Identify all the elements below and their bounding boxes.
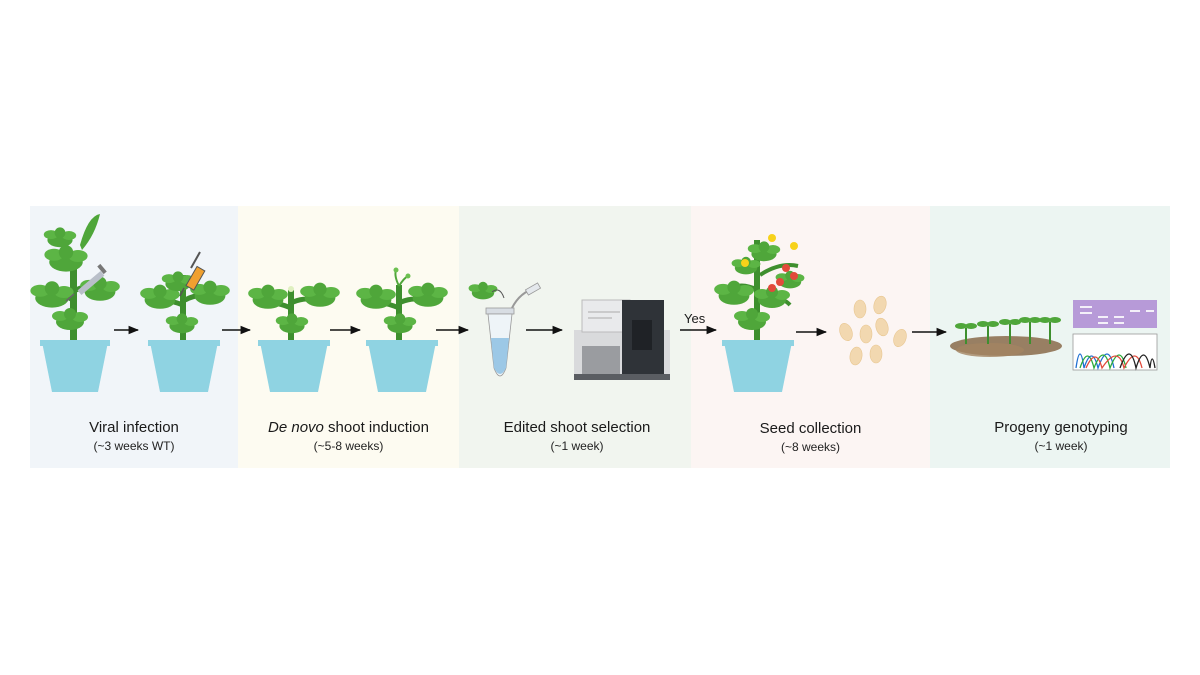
stage-1-title: Viral infection bbox=[89, 419, 179, 436]
tube-icon bbox=[485, 282, 542, 377]
seeds-icon bbox=[839, 295, 907, 366]
panel-seed-collection bbox=[691, 206, 930, 468]
plant-new-shoot-icon bbox=[356, 267, 448, 392]
stage-4-title: Seed collection bbox=[759, 420, 862, 437]
gel-icon bbox=[1073, 300, 1157, 328]
syringe-icon bbox=[65, 263, 107, 302]
seedlings-icon bbox=[950, 317, 1062, 357]
sequencer-icon bbox=[574, 299, 670, 380]
stage-3-duration: (~1 week) bbox=[550, 439, 604, 453]
plant-infected-icon bbox=[30, 214, 120, 392]
plant-injected-icon bbox=[140, 271, 230, 392]
decision-yes-label: Yes bbox=[684, 311, 706, 326]
stage-4-duration: (~8 weeks) bbox=[780, 440, 841, 454]
stage-3-title: Edited shoot selection bbox=[503, 419, 651, 436]
leaf-sample-icon bbox=[468, 281, 505, 300]
stage-2-title: De novo shoot induction bbox=[268, 419, 429, 436]
stage-5-duration: (~1 week) bbox=[1034, 439, 1088, 453]
stage-1-duration: (~3 weeks WT) bbox=[93, 439, 175, 453]
stage-2-duration: (~5-8 weeks) bbox=[313, 439, 384, 453]
syringe-orange-icon bbox=[179, 251, 206, 297]
plant-cut-icon bbox=[248, 282, 340, 392]
panel-shoot-induction bbox=[238, 206, 459, 468]
plant-fruiting-icon bbox=[714, 234, 805, 392]
stage-5-title: Progeny genotyping bbox=[994, 419, 1128, 436]
chromatogram-icon bbox=[1072, 333, 1158, 371]
